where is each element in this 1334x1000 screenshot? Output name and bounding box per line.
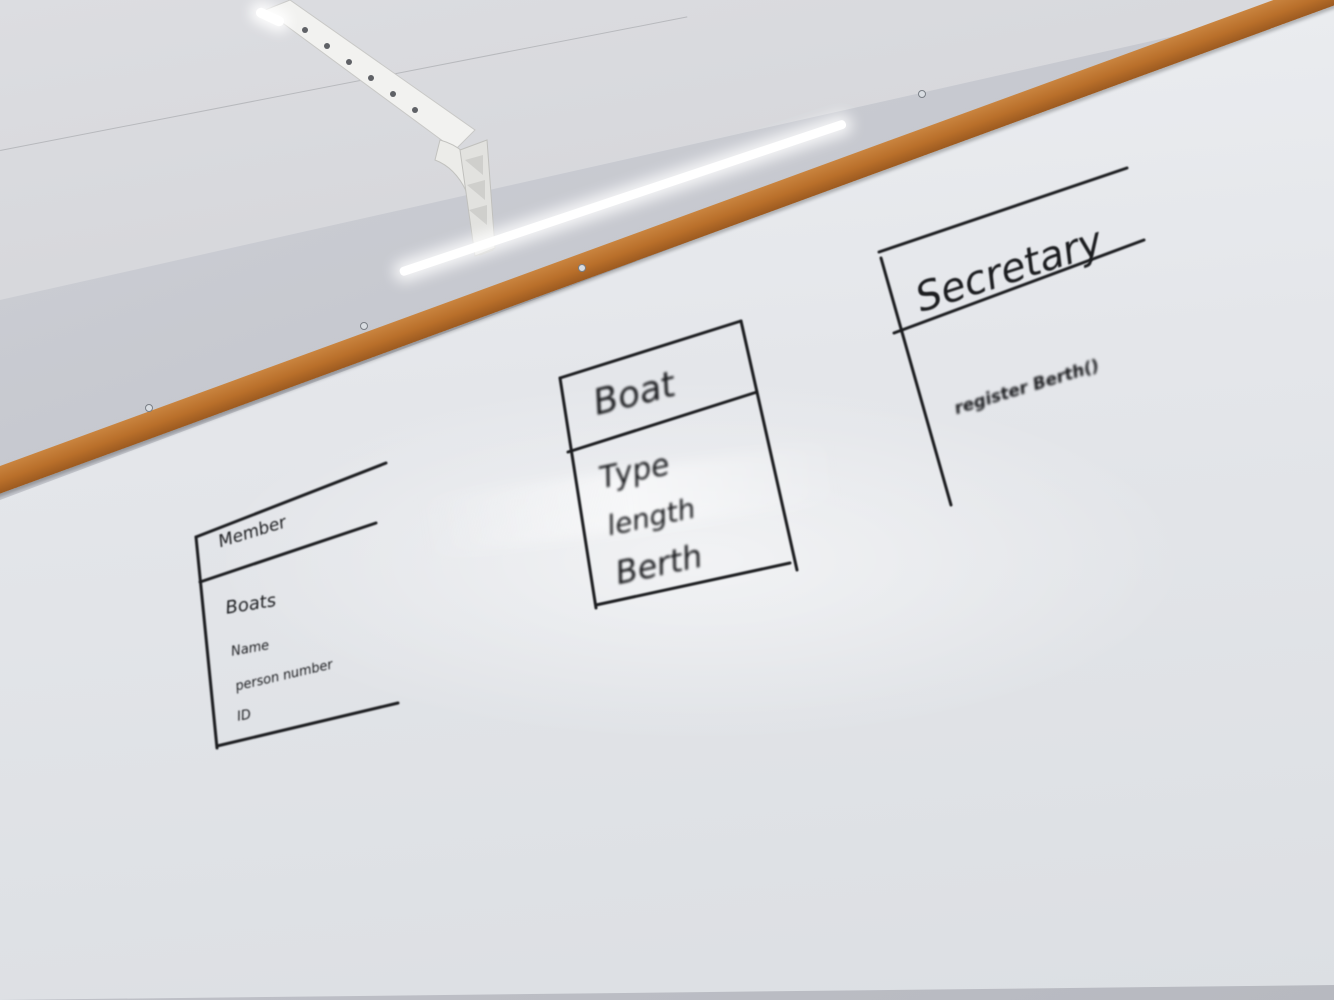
boat-box-right [739,319,799,572]
member-attribute-id: ID [236,707,253,725]
rail-screw [578,264,586,272]
boat-box-bottom [594,561,792,607]
secretary-box-divider [892,238,1146,335]
member-box-left [194,535,219,750]
ceiling-bracket [263,0,496,257]
secretary-box-left [879,256,953,507]
boat-box-left [558,376,598,610]
member-box-top [194,461,388,539]
boat-box-top [558,319,743,380]
member-box-divider [198,521,378,584]
member-box-bottom [215,701,400,748]
rail-screw [145,404,153,412]
secretary-box-top [877,166,1129,254]
rail-screw [918,90,926,98]
boat-box-divider [566,390,759,454]
rail-screw [360,322,368,330]
